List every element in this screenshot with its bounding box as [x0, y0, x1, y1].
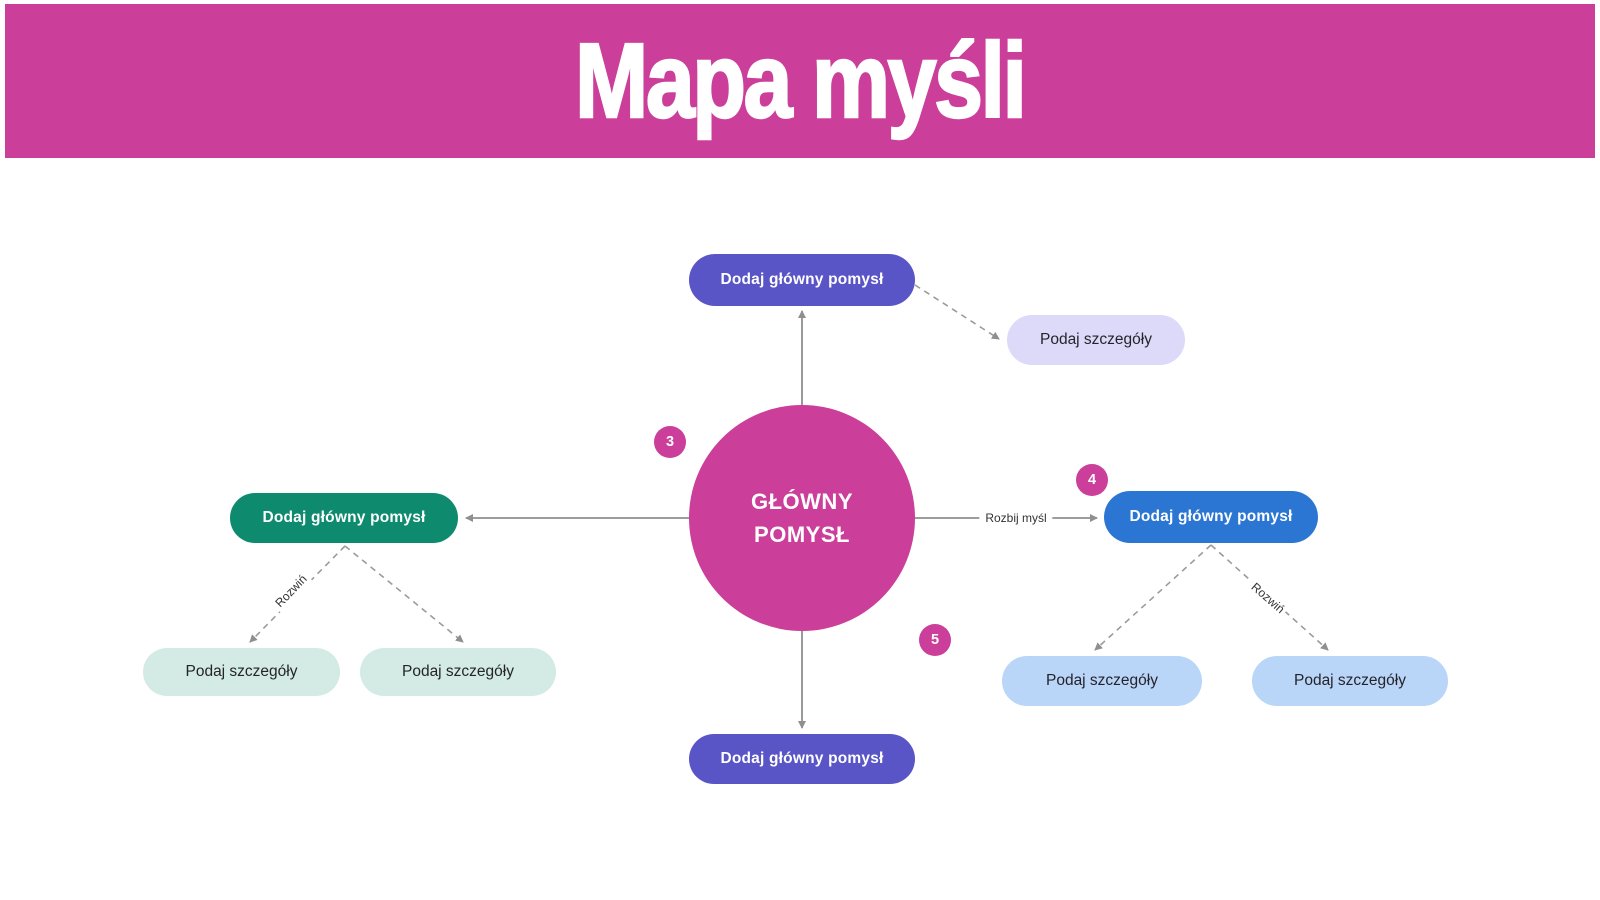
dashed-left-to-detail-b	[344, 545, 464, 643]
branch-node-top[interactable]: Dodaj główny pomysł	[689, 254, 915, 306]
branch-node-right[interactable]: Dodaj główny pomysł	[1104, 491, 1318, 543]
central-topic-node[interactable]: GŁÓWNY POMYSŁ	[689, 405, 915, 631]
page-title: Mapa myśli	[574, 20, 1028, 141]
step-badge-5: 5	[919, 624, 951, 656]
step-badge-3: 3	[654, 426, 686, 458]
dashed-top-to-detail	[914, 284, 1000, 340]
header-banner: Mapa myśli	[5, 4, 1595, 158]
branch-node-bottom[interactable]: Dodaj główny pomysł	[689, 734, 915, 784]
detail-node-right-a[interactable]: Podaj szczegóły	[1002, 656, 1202, 706]
detail-node-left-b[interactable]: Podaj szczegóły	[360, 648, 556, 696]
dashed-right-to-detail-a	[1094, 544, 1212, 651]
detail-node-right-b[interactable]: Podaj szczegóły	[1252, 656, 1448, 706]
edge-label-break-thought: Rozbij myśl	[979, 510, 1053, 526]
branch-node-left[interactable]: Dodaj główny pomysł	[230, 493, 458, 543]
detail-node-left-a[interactable]: Podaj szczegóły	[143, 648, 340, 696]
detail-node-top-right[interactable]: Podaj szczegóły	[1007, 315, 1185, 365]
central-topic-label: GŁÓWNY POMYSŁ	[751, 489, 853, 547]
step-badge-4: 4	[1076, 464, 1108, 496]
